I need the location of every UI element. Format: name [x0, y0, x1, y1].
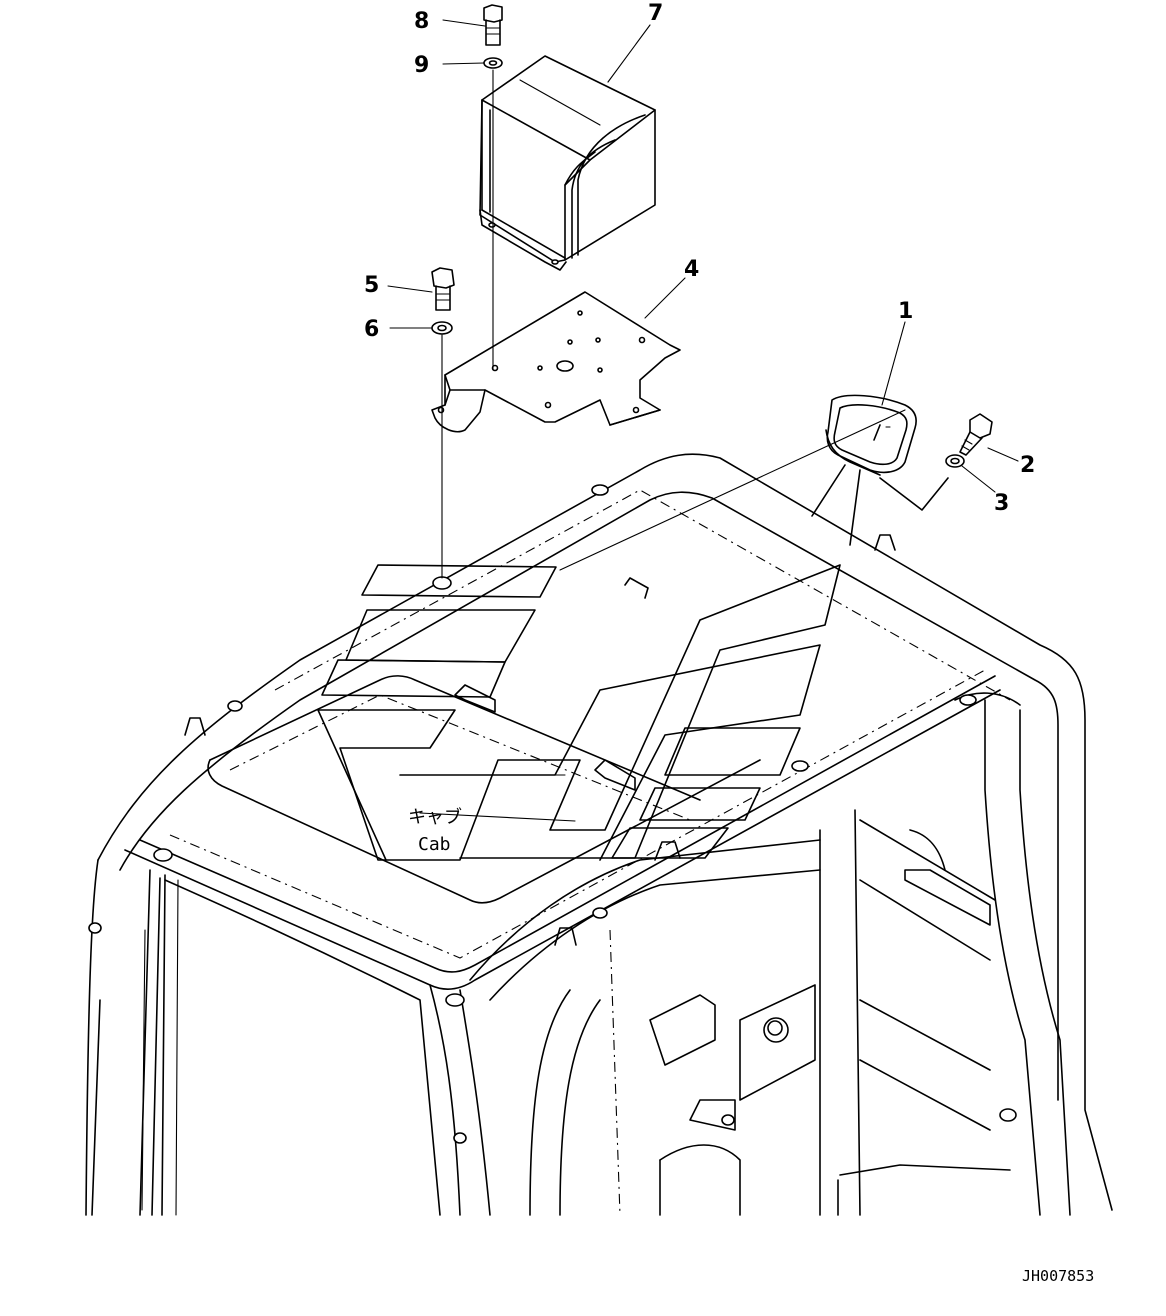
callout-6: 6: [364, 317, 379, 342]
part-7-cover: [479, 55, 656, 271]
part-6-washer: [431, 321, 453, 335]
drawing-id: JH007853: [1022, 1267, 1094, 1285]
cab-label: キャブ Cab: [408, 806, 462, 855]
part-2-bolt: [959, 413, 993, 456]
callout-2: 2: [1020, 453, 1035, 478]
callout-9: 9: [414, 53, 429, 78]
roof-logo-decal: [317, 564, 841, 861]
cab-label-japanese: キャブ: [408, 806, 462, 828]
callout-4: 4: [684, 257, 699, 282]
part-5-bolt: [431, 267, 455, 311]
cab-structure: [85, 453, 1113, 1216]
part-1-lamp: [811, 394, 949, 546]
part-4-bracket: [431, 291, 681, 433]
callout-7: 7: [648, 1, 663, 26]
callout-numbers: 1 2 3 4 5 6 7 8 9: [364, 1, 1035, 516]
callout-3: 3: [994, 491, 1009, 516]
part-3-washer: [945, 454, 965, 468]
callout-5: 5: [364, 273, 379, 298]
cab-label-english: Cab: [418, 834, 451, 855]
part-9-washer: [483, 57, 503, 69]
roof-mounting-holes: [88, 484, 1017, 1144]
roof-clips: [184, 534, 896, 946]
leader-lines: [387, 19, 1019, 822]
part-8-bolt: [483, 4, 503, 46]
assembly-center-lines: [441, 69, 494, 579]
callout-1: 1: [898, 299, 913, 324]
callout-8: 8: [414, 9, 429, 34]
